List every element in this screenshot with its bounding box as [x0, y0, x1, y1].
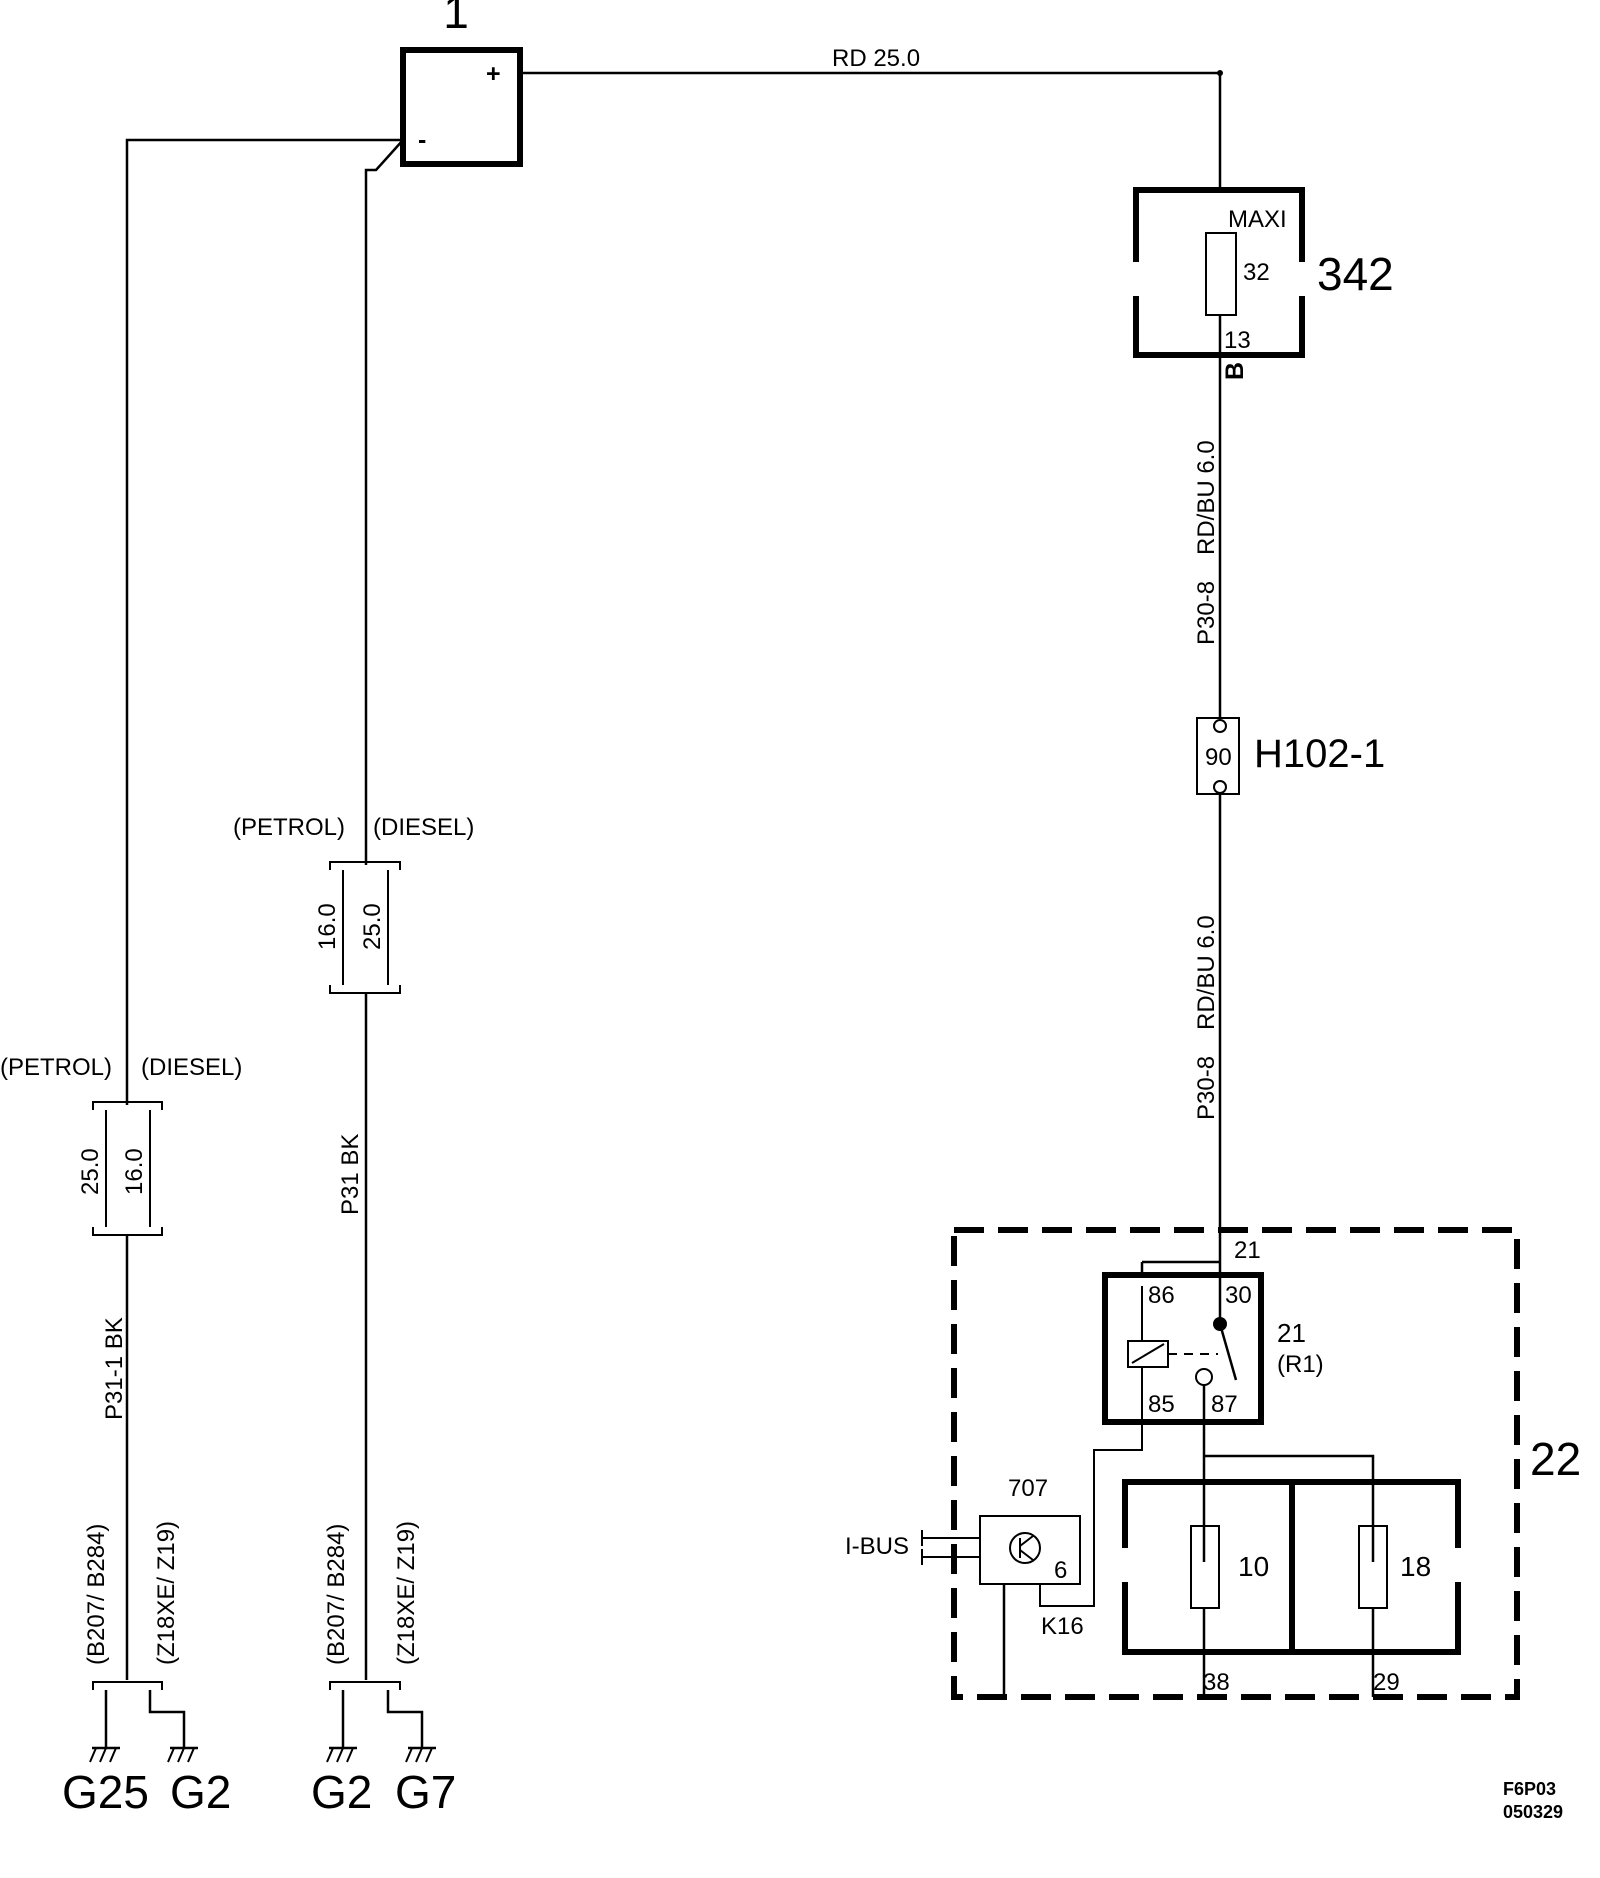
relay-21: 86 30 85 87 21 (R1) — [1102, 1272, 1324, 1425]
mid-diesel-size: 25.0 — [359, 903, 386, 950]
main-wire-label: RD 25.0 — [832, 45, 920, 72]
k16-label: K16 — [1041, 1613, 1084, 1640]
fuse-box-connector: B — [1221, 362, 1249, 380]
left-engine-a: (B207/ B284) — [83, 1524, 110, 1665]
maxi-label: MAXI — [1228, 206, 1287, 233]
fuse-block: 10 18 — [1118, 1479, 1465, 1697]
left-wire-code: P31-1 BK — [101, 1317, 128, 1420]
relay-pin-87: 87 — [1211, 1391, 1238, 1418]
fuse-18-label: 18 — [1400, 1551, 1431, 1582]
relay-ref: (R1) — [1277, 1351, 1324, 1378]
mid-wire-code: P31 BK — [337, 1134, 364, 1215]
module-pin-29: 29 — [1373, 1669, 1400, 1696]
fuse-10-label: 10 — [1238, 1551, 1269, 1582]
relay-number: 21 — [1277, 1318, 1306, 1348]
figure-code: F6P03 050329 — [1503, 1779, 1563, 1822]
module-number: 22 — [1530, 1433, 1581, 1485]
fuse-box-number: 342 — [1317, 248, 1394, 300]
wire-connector-to-module: P30-8 RD/BU 6.0 — [1193, 794, 1222, 1262]
left-diesel-size: 16.0 — [121, 1148, 148, 1195]
ground-g2-mid: G2 — [311, 1766, 372, 1818]
mid-engine-a: (B207/ B284) — [323, 1524, 350, 1665]
ground-icon — [405, 1746, 436, 1763]
ground-icon — [167, 1746, 198, 1763]
mid-petrol-size: 16.0 — [314, 903, 341, 950]
fuse-32-label: 32 — [1243, 259, 1270, 286]
relay-output-wiring — [1202, 1422, 1375, 1562]
connector-pin: 90 — [1205, 744, 1232, 771]
ground-icon — [326, 1746, 357, 1763]
figure-code-line-2: 050329 — [1503, 1802, 1563, 1822]
ground-wire-mid: (PETROL) (DIESEL) 16.0 25.0 P31 BK (B207… — [233, 139, 474, 1748]
figure-code-line-1: F6P03 — [1503, 1779, 1556, 1799]
ground-icon — [89, 1746, 120, 1763]
relay-pin-85: 85 — [1148, 1391, 1175, 1418]
module-pin-38: 38 — [1203, 1669, 1230, 1696]
left-diesel-label: (DIESEL) — [141, 1054, 242, 1081]
ground-wire-left: (PETROL) (DIESEL) 25.0 16.0 P31-1 BK (B2… — [0, 138, 403, 1748]
wire-code-lower: P30-8 — [1193, 1056, 1220, 1120]
left-engine-b: (Z18XE/ Z19) — [153, 1521, 180, 1665]
ground-g7: G7 — [395, 1766, 456, 1818]
mid-petrol-label: (PETROL) — [233, 814, 345, 841]
ground-g25: G25 — [62, 1766, 149, 1818]
i-bus-label: I-BUS — [845, 1533, 909, 1560]
transistor-pin: 6 — [1054, 1557, 1067, 1584]
relay-pin-30: 30 — [1225, 1282, 1252, 1309]
wire-spec-upper: RD/BU 6.0 — [1193, 440, 1220, 555]
module-pin-21: 21 — [1234, 1237, 1261, 1264]
battery-number: 1 — [443, 0, 469, 38]
mid-engine-b: (Z18XE/ Z19) — [393, 1521, 420, 1665]
connector-h102-1: 90 H102-1 — [1196, 717, 1385, 795]
wire-spec-lower: RD/BU 6.0 — [1193, 915, 1220, 1030]
fuse-box-pin: 13 — [1224, 327, 1251, 354]
relay-pin-86: 86 — [1148, 1282, 1175, 1309]
connector-name: H102-1 — [1254, 732, 1385, 776]
module-22: 22 21 38 29 — [951, 1227, 1581, 1700]
ground-symbols: G25 G2 G2 G7 — [62, 1746, 456, 1818]
wire-fuse-to-connector: P30-8 RD/BU 6.0 — [1193, 356, 1222, 718]
battery-minus-label: - — [418, 126, 426, 154]
main-positive-wire: RD 25.0 — [520, 45, 1223, 192]
wire-code-upper: P30-8 — [1193, 581, 1220, 645]
maxi-fuse-box: MAXI 32 342 13 B — [1130, 187, 1394, 380]
battery: 1 + - — [400, 0, 523, 167]
mid-diesel-label: (DIESEL) — [373, 814, 474, 841]
left-petrol-label: (PETROL) — [0, 1054, 112, 1081]
battery-plus-label: + — [486, 60, 501, 88]
transistor-number: 707 — [1008, 1475, 1048, 1502]
left-petrol-size: 25.0 — [77, 1148, 104, 1195]
transistor-707: 707 6 K16 I-BUS — [845, 1422, 1143, 1697]
ground-g2-left: G2 — [170, 1766, 231, 1818]
